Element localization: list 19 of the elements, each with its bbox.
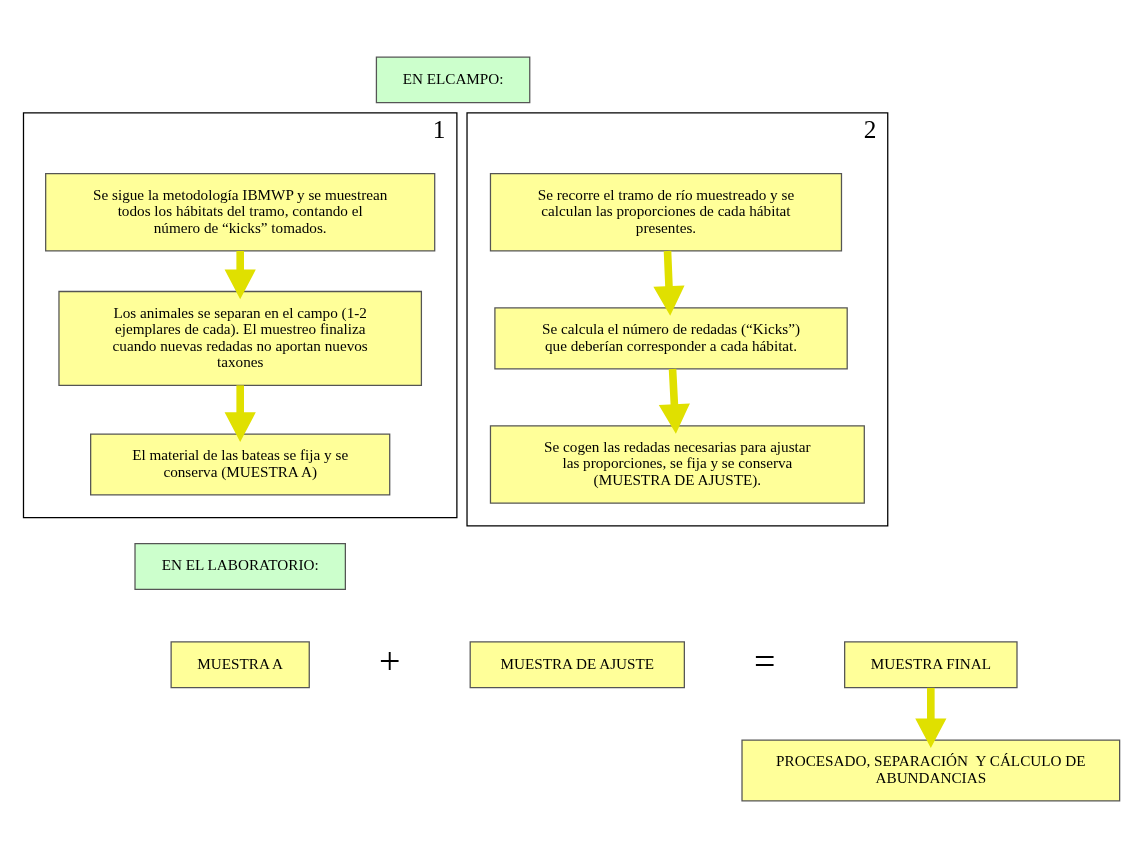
node-box: MUESTRA DE AJUSTE <box>469 640 685 688</box>
node-box: Se calcula el número de redadas (“Kicks”) que deberían corresponder a cada hábitat. <box>494 306 848 369</box>
node-box: Se recorre el tramo de río muestreado y se calculan las proporciones de cada hábitat presentes. <box>489 172 843 252</box>
node-box: Se cogen las redadas necesarias para ajustar las proporciones, se fija y se conserva (MUESTRA DE AJUSTE). <box>489 424 865 504</box>
node-box: PROCESADO, SEPARACIÓN Y CÁLCULO DE ABUNDANCIAS <box>741 738 1121 802</box>
arrow <box>224 250 256 299</box>
label: + <box>379 639 401 682</box>
node-box: MUESTRA FINAL <box>844 640 1018 688</box>
arrow <box>224 384 256 442</box>
node-box: El material de las bateas se fija y se conserva (MUESTRA A) <box>90 432 391 496</box>
node-box: Se sigue la metodología IBMWP y se muestrean todos los hábitats del tramo, contando el número de “kicks” tomados. <box>45 172 436 252</box>
label: = <box>754 639 776 682</box>
node-box: Los animales se separan en el campo (1-2 ejemplares de cada). El muestreo finaliza cuando nuevas redadas no aportan nuevos taxones <box>58 290 423 386</box>
arrow <box>658 368 690 434</box>
node-box: EN ELCAMPO: <box>375 55 531 103</box>
arrow <box>653 250 685 316</box>
node-box: EN EL LABORATORIO: <box>134 542 346 590</box>
arrow <box>915 687 947 748</box>
node-box: MUESTRA A <box>170 640 310 688</box>
